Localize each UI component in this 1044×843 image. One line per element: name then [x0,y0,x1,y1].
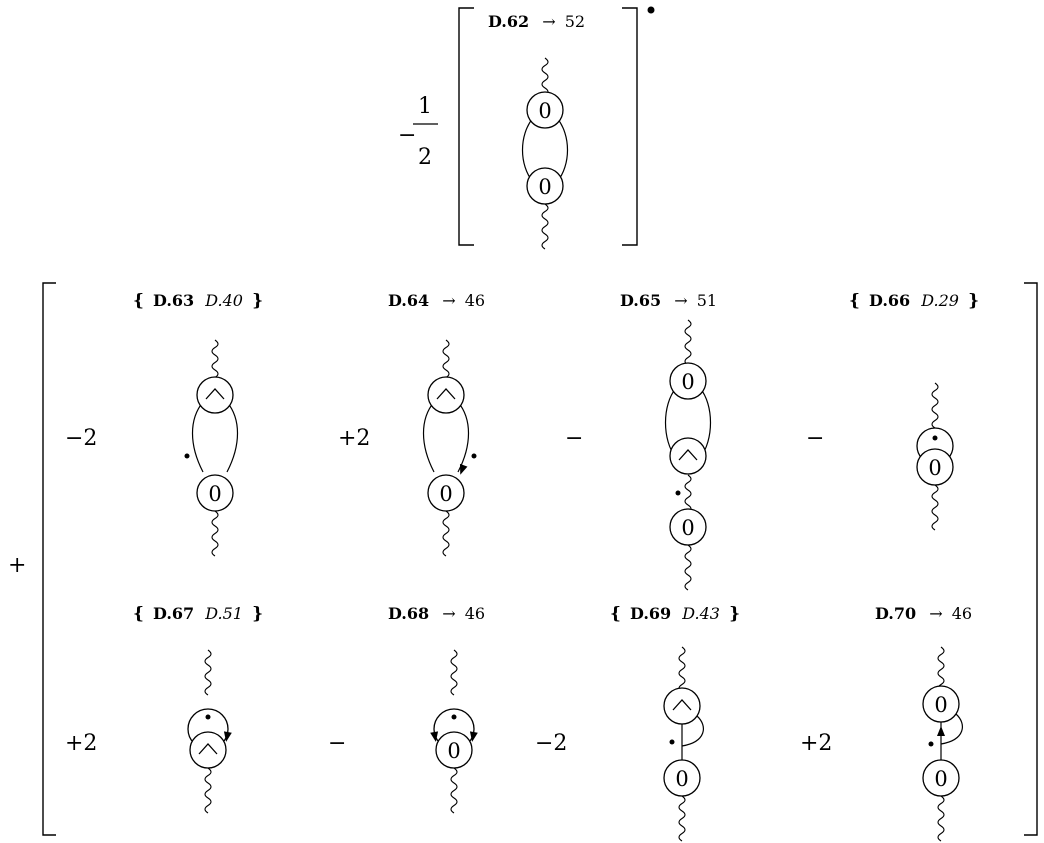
d67-label: { D.67 D.51 } [133,604,263,624]
dot-marker [932,435,938,441]
d66-label: { D.66 D.29 } [849,291,979,311]
d65-label: D.65 → 51 [620,291,717,310]
vertex-label: 0 [538,99,551,123]
d64-label: D.64 → 46 [388,291,485,310]
wavy-line-icon [937,795,945,842]
wavy-line-icon [204,649,212,696]
wavy-line-icon [678,646,686,693]
coef-d67: +2 [65,731,97,756]
top-dot-superscript [647,6,655,14]
wavy-line-icon [937,646,945,693]
d69-diagram: 0 [663,646,705,842]
d62-arrow: → [542,12,555,31]
vertex-label: 0 [934,767,947,791]
wavy-line-icon [684,319,692,366]
wavy-line-icon [442,510,450,557]
coef-d65: − [565,426,583,451]
coef-d68: − [328,731,346,756]
wavy-line-icon [541,203,549,250]
vertex-label: 0 [439,482,452,506]
d65-diagram: 0 0 [665,319,711,591]
d69-label: { D.69 D.43 } [610,604,740,624]
d66-diagram: 0 [916,382,954,531]
dot-marker [184,453,190,459]
vertex-label: 0 [681,516,694,540]
caret-up-in-circle-icon [663,687,701,725]
wavy-line-icon [450,649,458,696]
coef-d70: +2 [800,731,832,756]
wavy-line-icon [211,510,219,557]
top-minus-sign: − [398,123,416,148]
wavy-line-icon [450,767,458,814]
dot-marker [471,453,477,459]
coef-d69: −2 [535,731,567,756]
vertex-label: 0 [447,739,460,763]
arrowhead-icon [456,463,468,477]
vertex-label: 0 [208,482,221,506]
d67-diagram [187,649,232,814]
d62-diagram: 0 0 [522,57,568,250]
vertex-label: 0 [928,456,941,480]
fraction-numerator: 1 [418,94,432,119]
top-right-bracket [622,7,638,246]
d63-label: { D.63 D.40 } [133,291,263,311]
d62-label: D.62 → 52 [488,12,585,31]
wavy-line-icon [931,382,939,429]
top-term: − 1 2 D.62 → 52 0 0 [398,6,655,250]
caret-up-in-circle-icon [427,376,465,414]
wavy-line-icon [684,544,692,591]
arrowhead-icon [937,726,945,736]
outer-left-bracket [42,282,56,836]
d68-diagram: 0 [430,649,478,814]
vertex-label: 0 [538,175,551,199]
d62-id: D.62 [488,12,529,31]
top-left-bracket [458,7,474,246]
fraction-denominator: 2 [418,145,432,170]
wavy-line-icon [931,484,939,531]
d68-label: D.68 → 46 [388,604,485,623]
d70-diagram: 0 0 [922,646,964,842]
vertex-label: 0 [934,693,947,717]
dot-marker [205,714,211,720]
caret-up-in-circle-icon [196,376,234,414]
wavy-line-icon [204,767,212,814]
vertex-label: 0 [681,370,694,394]
coef-d64: +2 [338,426,370,451]
coef-d63: −2 [65,426,97,451]
d70-label: D.70 → 46 [875,604,972,623]
outer-plus-sign: + [8,553,26,578]
caret-up-in-circle-icon [669,437,707,475]
d62-target: 52 [565,12,585,31]
caret-up-in-circle-icon [189,731,227,769]
dot-marker [669,739,675,745]
coef-d66: − [806,426,824,451]
dot-marker [928,741,934,747]
d64-diagram: 0 [423,339,477,557]
wavy-line-icon [678,795,686,842]
dot-marker [451,714,457,720]
dot-marker [675,490,681,496]
outer-right-bracket [1024,282,1038,836]
d63-diagram: 0 [184,339,238,557]
vertex-label: 0 [675,767,688,791]
